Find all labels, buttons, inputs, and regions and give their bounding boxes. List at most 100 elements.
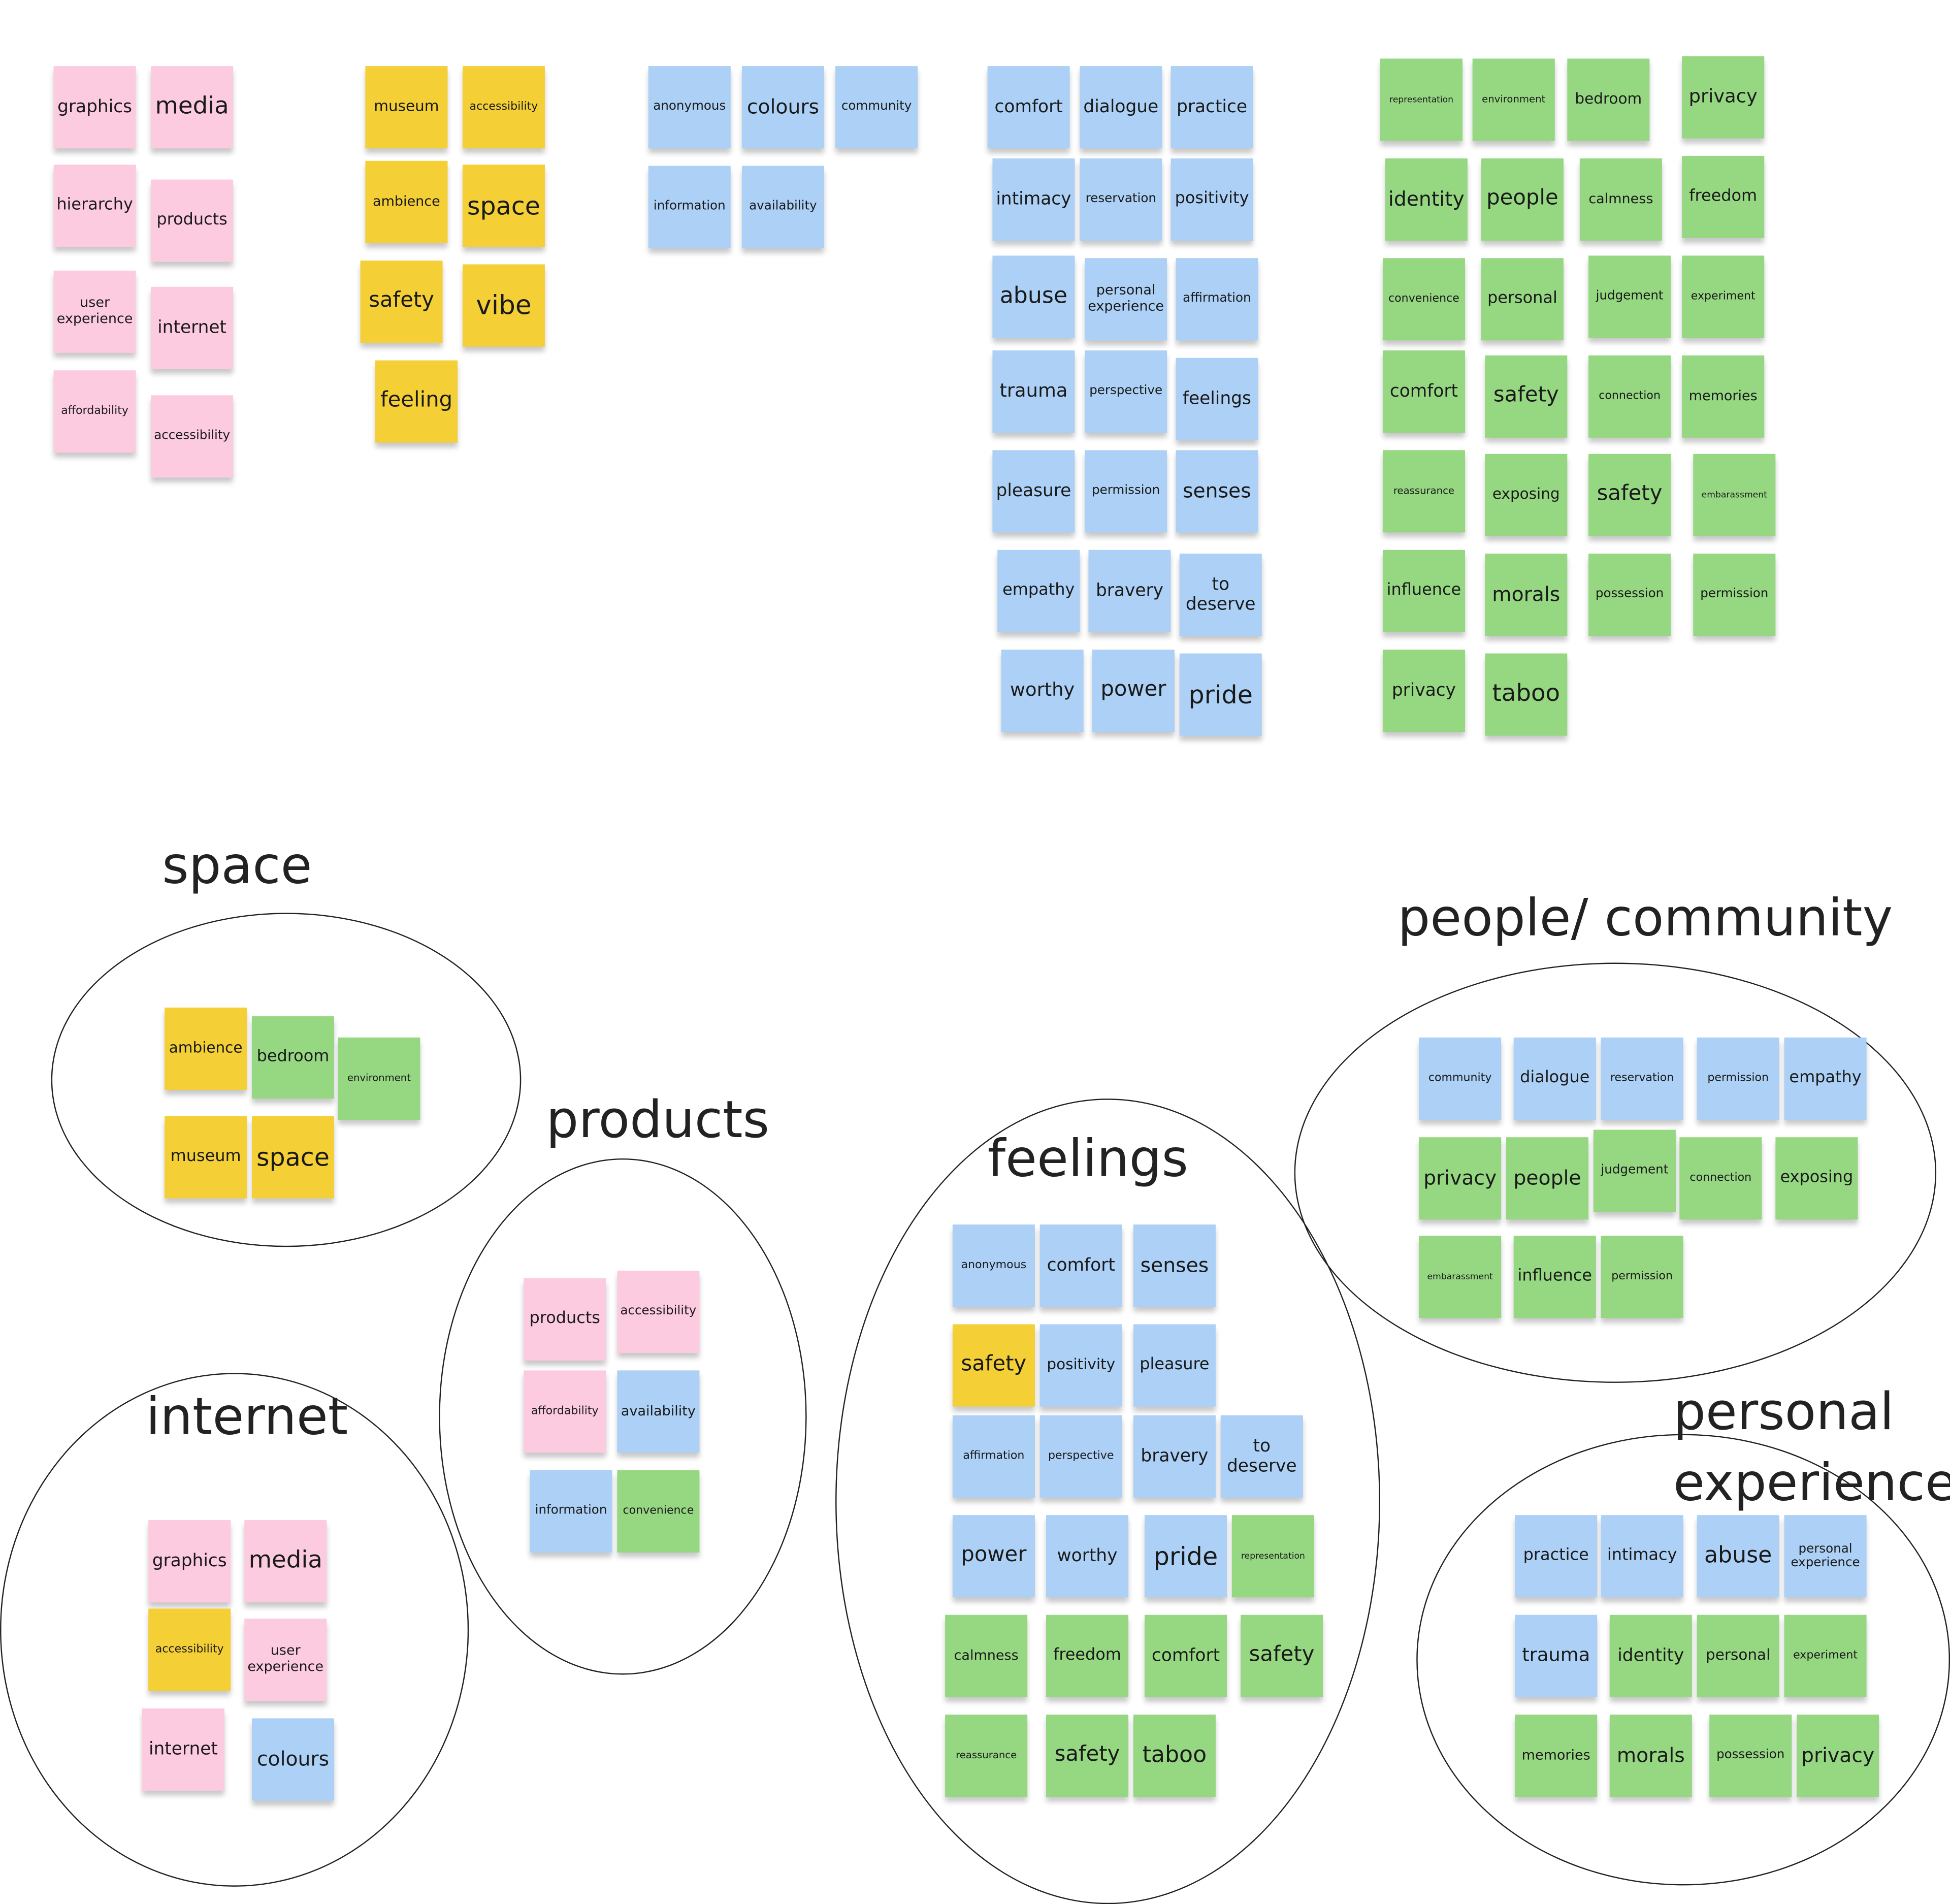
sticky-note[interactable]: products	[524, 1278, 606, 1361]
sticky-note[interactable]: affirmation	[1176, 258, 1258, 341]
sticky-note[interactable]: calmness	[1579, 158, 1662, 241]
sticky-note[interactable]: senses	[1133, 1224, 1216, 1307]
sticky-note[interactable]: hierarchy	[53, 165, 136, 247]
sticky-note[interactable]: pride	[1179, 653, 1262, 736]
sticky-note[interactable]: bedroom	[251, 1016, 335, 1099]
sticky-note[interactable]: ambience	[365, 160, 448, 243]
sticky-note[interactable]: media	[244, 1520, 327, 1603]
sticky-note[interactable]: permission	[1693, 554, 1776, 636]
sticky-note[interactable]: user experience	[244, 1618, 327, 1701]
sticky-note[interactable]: anonymous	[648, 66, 731, 149]
sticky-note[interactable]: connection	[1588, 355, 1671, 438]
sticky-note[interactable]: safety	[360, 261, 443, 343]
sticky-note[interactable]: personal experience	[1085, 258, 1167, 341]
sticky-note[interactable]: people	[1481, 158, 1564, 241]
sticky-note[interactable]: practice	[1171, 66, 1253, 149]
sticky-note[interactable]: people	[1506, 1137, 1589, 1220]
sticky-note[interactable]: practice	[1515, 1515, 1598, 1598]
sticky-note[interactable]: intimacy	[992, 158, 1075, 241]
sticky-note[interactable]: empathy	[997, 550, 1080, 632]
sticky-note[interactable]: exposing	[1775, 1137, 1858, 1220]
sticky-note[interactable]: exposing	[1485, 454, 1568, 536]
sticky-note[interactable]: space	[462, 165, 545, 247]
sticky-note[interactable]: safety	[1588, 454, 1671, 536]
sticky-note[interactable]: bedroom	[1567, 58, 1650, 141]
sticky-note[interactable]: affordability	[53, 370, 136, 453]
sticky-note[interactable]: availability	[741, 166, 824, 248]
sticky-note[interactable]: freedom	[1046, 1615, 1129, 1697]
sticky-note[interactable]: positivity	[1039, 1324, 1122, 1407]
sticky-note[interactable]: taboo	[1133, 1715, 1216, 1797]
sticky-note[interactable]: personal experience	[1784, 1515, 1867, 1598]
sticky-note[interactable]: trauma	[1515, 1615, 1598, 1697]
sticky-note[interactable]: personal	[1481, 258, 1564, 341]
sticky-note[interactable]: permission	[1601, 1236, 1683, 1318]
sticky-note[interactable]: comfort	[1382, 350, 1465, 433]
sticky-note[interactable]: convenience	[617, 1470, 700, 1553]
sticky-note[interactable]: accessibility	[462, 66, 545, 149]
sticky-note[interactable]: identity	[1609, 1615, 1692, 1697]
sticky-note[interactable]: ambience	[165, 1007, 247, 1090]
sticky-note[interactable]: affordability	[524, 1370, 606, 1453]
sticky-note[interactable]: vibe	[462, 264, 545, 347]
sticky-note[interactable]: to deserve	[1179, 554, 1262, 636]
sticky-note[interactable]: permission	[1085, 450, 1167, 533]
sticky-note[interactable]: internet	[142, 1708, 224, 1791]
sticky-note[interactable]: museum	[365, 66, 448, 149]
sticky-note[interactable]: graphics	[53, 66, 136, 149]
sticky-note[interactable]: community	[1419, 1037, 1502, 1120]
sticky-note[interactable]: comfort	[987, 66, 1070, 149]
sticky-note[interactable]: comfort	[1039, 1224, 1122, 1307]
sticky-note[interactable]: influence	[1513, 1236, 1596, 1318]
sticky-note[interactable]: products	[151, 179, 234, 262]
sticky-note[interactable]: feelings	[1176, 358, 1258, 440]
sticky-note[interactable]: senses	[1176, 450, 1258, 533]
sticky-note[interactable]: memories	[1682, 355, 1765, 438]
sticky-note[interactable]: worthy	[1046, 1515, 1129, 1598]
sticky-note[interactable]: embarassment	[1693, 454, 1776, 536]
sticky-note[interactable]: judgement	[1588, 255, 1671, 338]
sticky-note[interactable]: information	[648, 166, 731, 248]
sticky-note[interactable]: identity	[1385, 158, 1468, 241]
sticky-note[interactable]: privacy	[1382, 650, 1465, 732]
sticky-note[interactable]: space	[251, 1116, 335, 1199]
sticky-note[interactable]: bravery	[1133, 1415, 1216, 1498]
sticky-note[interactable]: reassurance	[1382, 450, 1465, 533]
sticky-note[interactable]: user experience	[53, 270, 136, 353]
sticky-note[interactable]: representation	[1231, 1515, 1314, 1598]
sticky-note[interactable]: bravery	[1088, 550, 1171, 632]
sticky-note[interactable]: dialogue	[1080, 66, 1162, 149]
sticky-note[interactable]: power	[952, 1515, 1035, 1598]
sticky-note[interactable]: positivity	[1171, 158, 1253, 241]
sticky-note[interactable]: accessibility	[148, 1608, 231, 1691]
sticky-note[interactable]: permission	[1697, 1037, 1779, 1120]
sticky-note[interactable]: reservation	[1080, 158, 1162, 241]
sticky-note[interactable]: media	[151, 66, 234, 149]
sticky-note[interactable]: safety	[1046, 1715, 1129, 1797]
sticky-note[interactable]: trauma	[992, 350, 1075, 433]
sticky-note[interactable]: empathy	[1784, 1037, 1867, 1120]
sticky-note[interactable]: availability	[617, 1370, 700, 1453]
sticky-note[interactable]: abuse	[992, 255, 1075, 338]
sticky-note[interactable]: anonymous	[952, 1224, 1035, 1307]
sticky-note[interactable]: internet	[151, 286, 234, 369]
sticky-note[interactable]: graphics	[148, 1520, 231, 1603]
sticky-note[interactable]: influence	[1382, 550, 1465, 632]
sticky-note[interactable]: accessibility	[617, 1270, 700, 1353]
sticky-note[interactable]: calmness	[945, 1615, 1028, 1697]
sticky-note[interactable]: colours	[251, 1718, 335, 1801]
sticky-note[interactable]: affirmation	[952, 1415, 1035, 1498]
sticky-note[interactable]: experiment	[1682, 255, 1765, 338]
sticky-note[interactable]: morals	[1485, 554, 1568, 636]
sticky-note[interactable]: dialogue	[1513, 1037, 1596, 1120]
sticky-note[interactable]: reservation	[1601, 1037, 1683, 1120]
sticky-note[interactable]: environment	[1472, 58, 1555, 141]
sticky-note[interactable]: feeling	[375, 360, 458, 443]
sticky-note[interactable]: pride	[1144, 1515, 1227, 1598]
sticky-note[interactable]: museum	[165, 1116, 247, 1199]
sticky-note[interactable]: privacy	[1682, 56, 1765, 139]
sticky-note[interactable]: accessibility	[151, 395, 234, 478]
sticky-note[interactable]: connection	[1679, 1137, 1762, 1220]
sticky-note[interactable]: memories	[1515, 1715, 1598, 1797]
sticky-note[interactable]: pleasure	[992, 450, 1075, 533]
